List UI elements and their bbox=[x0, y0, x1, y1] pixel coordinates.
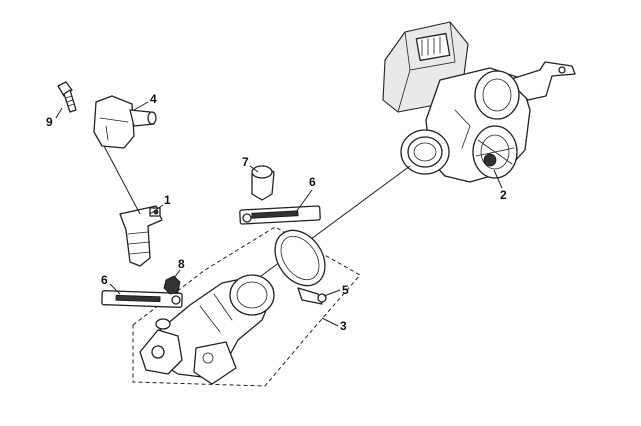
callout-4: 4 bbox=[150, 92, 157, 106]
clip-strap-lower bbox=[101, 290, 183, 308]
callout-1: 1 bbox=[164, 193, 171, 207]
callout-3: 3 bbox=[340, 319, 347, 333]
callout-9: 9 bbox=[46, 115, 53, 129]
callout-7: 7 bbox=[242, 155, 249, 169]
leader-6b bbox=[109, 283, 121, 295]
bolt-part bbox=[57, 81, 77, 113]
cap-part bbox=[251, 165, 275, 201]
intake-pipe-part bbox=[139, 274, 275, 385]
callout-2: 2 bbox=[500, 188, 507, 202]
callout-6-lower: 6 bbox=[101, 273, 108, 287]
throttle-body-part bbox=[382, 21, 576, 183]
fuel-injector-part bbox=[119, 205, 163, 267]
leader-6a bbox=[295, 189, 313, 213]
leader-7 bbox=[249, 165, 259, 173]
callout-5: 5 bbox=[342, 283, 349, 297]
assembly-centerline bbox=[237, 165, 411, 294]
leader-5 bbox=[323, 289, 341, 297]
leader-9 bbox=[55, 107, 63, 119]
hose-clamp-part bbox=[274, 229, 327, 305]
leader-2 bbox=[493, 169, 503, 189]
leader-3 bbox=[321, 317, 339, 327]
callout-6-upper: 6 bbox=[309, 175, 316, 189]
intake-assembly-boundary bbox=[132, 226, 361, 387]
fuel-connector-part bbox=[93, 95, 157, 149]
leader-8 bbox=[173, 269, 181, 279]
leader-1 bbox=[149, 204, 164, 215]
nut-part bbox=[163, 275, 181, 295]
clip-strap-upper bbox=[239, 205, 321, 225]
callout-8: 8 bbox=[178, 257, 185, 271]
leader-4 bbox=[133, 101, 149, 111]
